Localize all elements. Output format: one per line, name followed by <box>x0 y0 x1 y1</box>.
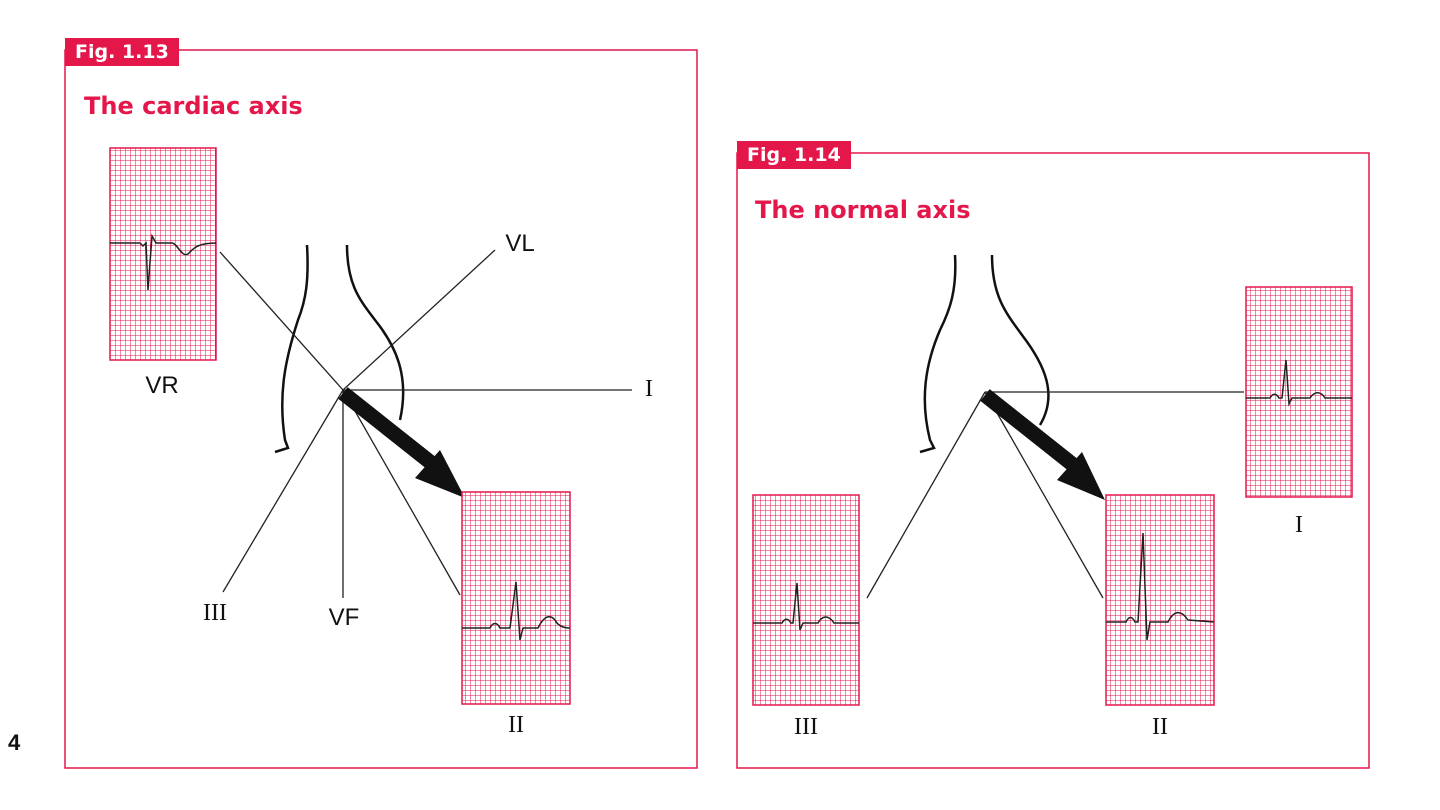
axis-arrow-fig14 <box>980 389 1105 500</box>
axis-arrow-fig13 <box>338 387 465 498</box>
lead-label-vf: VF <box>328 604 360 631</box>
ecg-panel-i <box>1245 286 1353 498</box>
figure-tag: Fig. 1.14 <box>737 141 851 169</box>
figure-1-13-frame <box>64 49 698 769</box>
torso-outline-right <box>919 254 1050 454</box>
ecg-panel-iii-fig14 <box>752 494 860 706</box>
ecg-panel-vr <box>109 147 217 361</box>
lead-label-iii: III <box>203 600 227 626</box>
ecg-panel-ii-fig14 <box>1105 494 1215 706</box>
lead-label-iii: III <box>794 714 818 740</box>
lead-label-i: I <box>1295 512 1303 538</box>
lead-lines-fig14 <box>866 391 1244 599</box>
figure-1-14-frame <box>736 152 1370 769</box>
page-number: 4 <box>8 730 21 755</box>
lead-label-i: I <box>645 376 653 402</box>
lead-label-ii: II <box>1152 714 1168 740</box>
lead-label-ii: II <box>508 712 524 738</box>
ecg-panel-ii-fig13 <box>461 491 571 705</box>
figure-tag: Fig. 1.13 <box>65 38 179 66</box>
lead-lines-fig13 <box>219 249 632 598</box>
lead-label-vr: VR <box>145 372 179 399</box>
figure-title: The normal axis <box>755 196 971 224</box>
figure-title: The cardiac axis <box>84 92 303 120</box>
lead-label-vl: VL <box>505 230 535 257</box>
